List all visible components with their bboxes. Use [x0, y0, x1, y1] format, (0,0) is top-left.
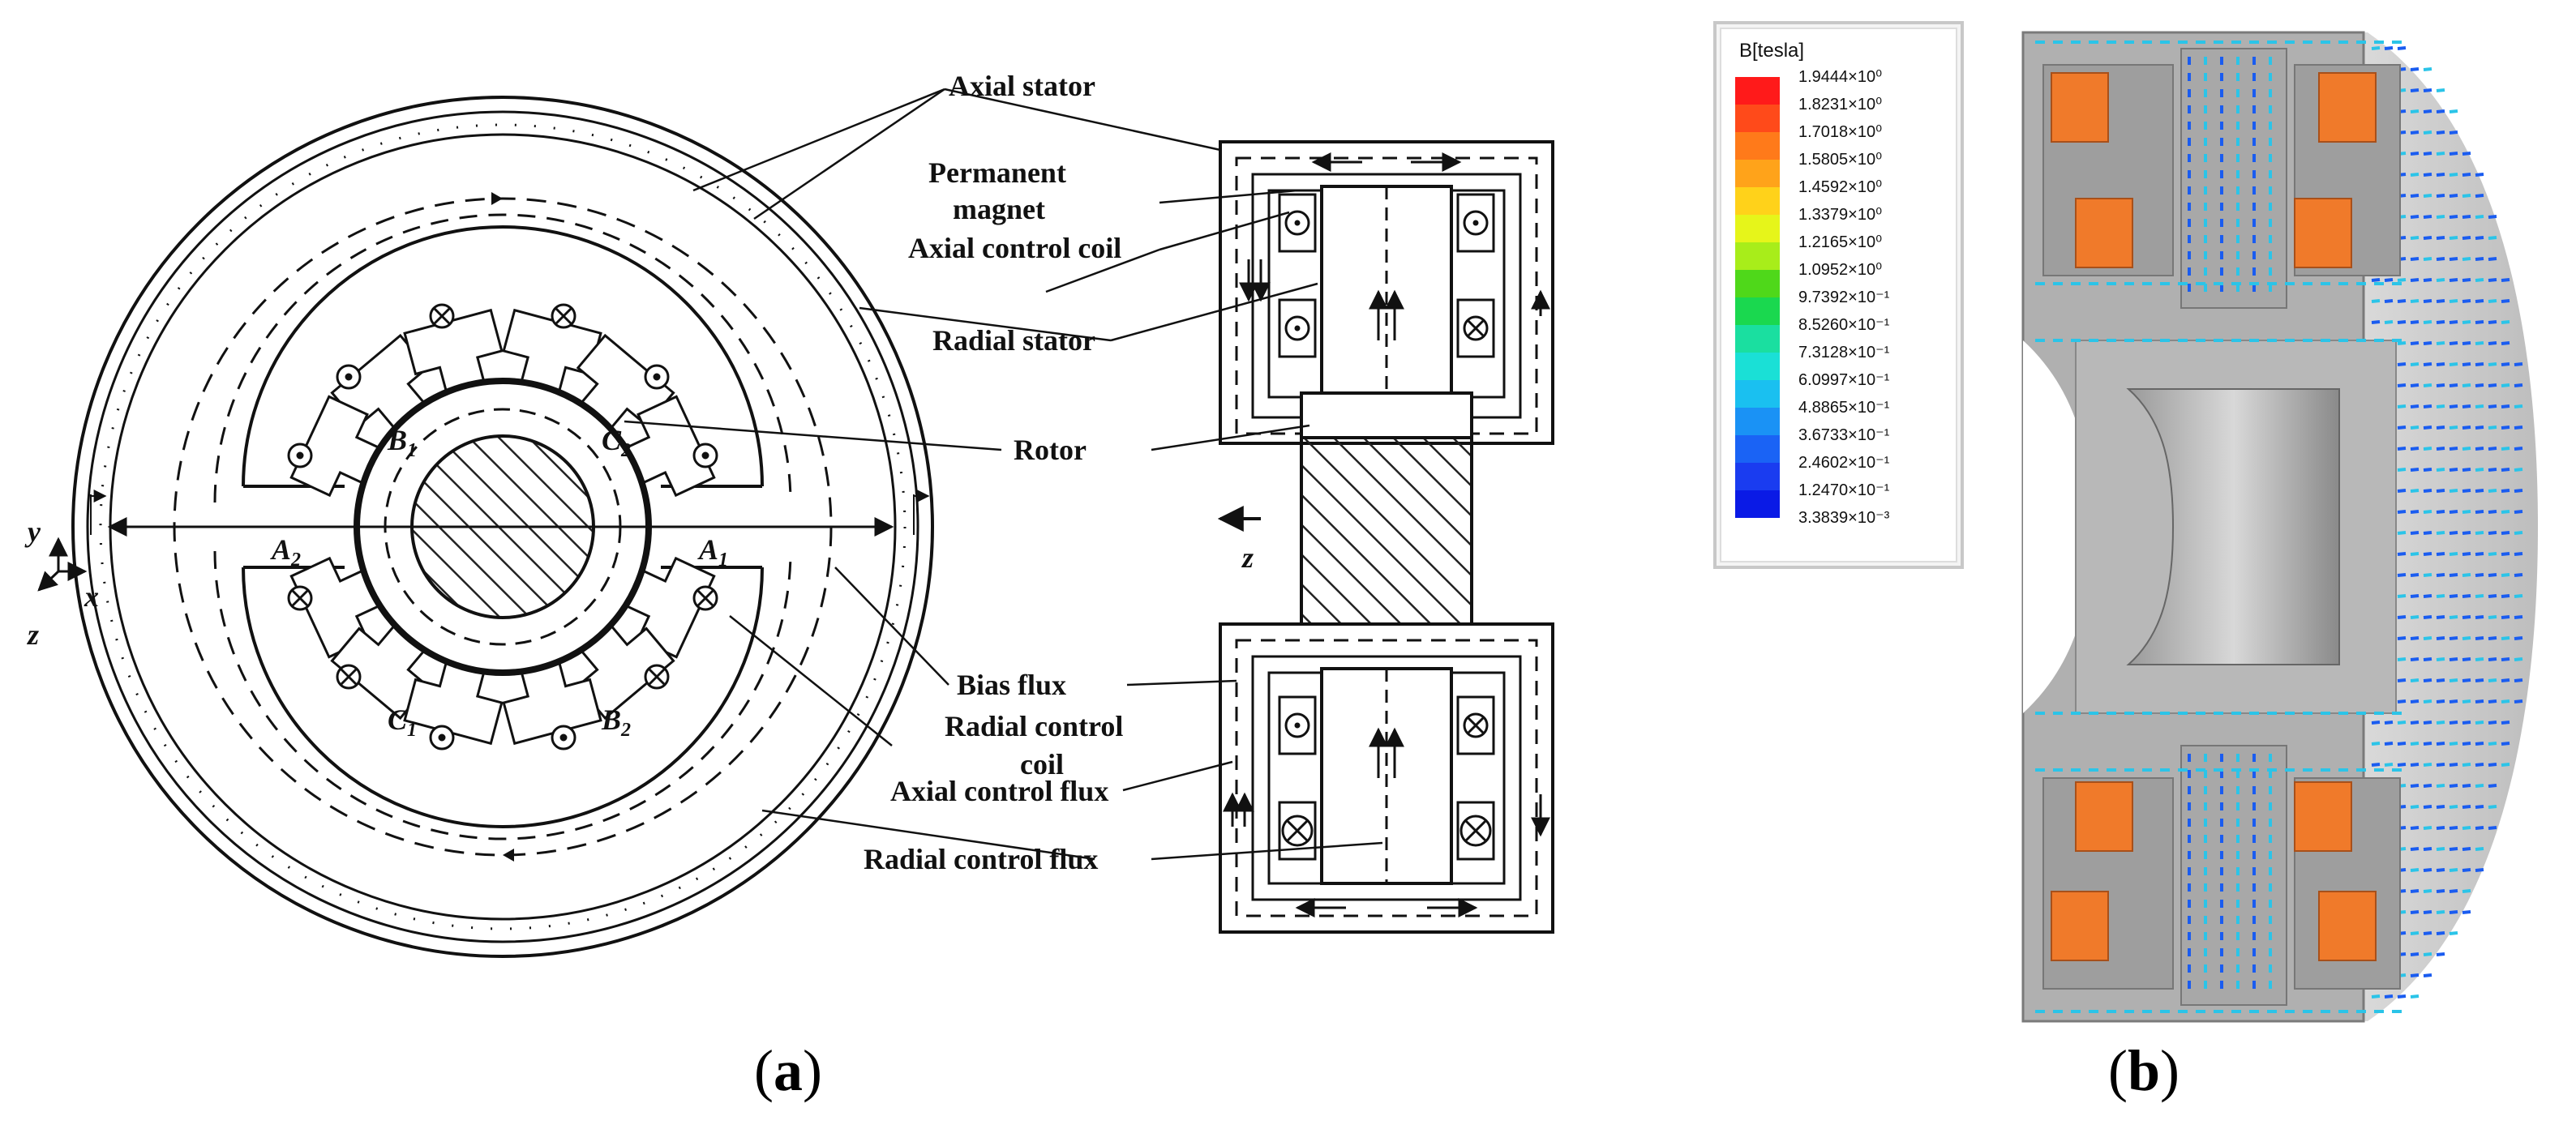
- legend-swatch: [1735, 490, 1780, 518]
- axial-z-label: z: [1241, 541, 1254, 574]
- legend-swatch: [1735, 353, 1780, 380]
- label-axial-control-coil: Axial control coil: [908, 232, 1121, 264]
- legend-value: 1.0952×10⁰: [1798, 261, 1882, 279]
- pole-label-a1: A1: [697, 533, 728, 571]
- legend-value: 1.2165×10⁰: [1798, 233, 1882, 251]
- axis-x-label: x: [84, 580, 99, 613]
- legend-swatch: [1735, 160, 1780, 187]
- legend-value: 3.3839×10⁻³: [1798, 509, 1890, 527]
- legend-swatch: [1735, 270, 1780, 297]
- legend-swatch: [1735, 435, 1780, 463]
- label-radial-control-coil-2: coil: [1020, 748, 1064, 780]
- legend-swatch: [1735, 215, 1780, 242]
- legend-value: 1.2470×10⁻¹: [1798, 481, 1890, 499]
- legend-swatch: [1735, 297, 1780, 325]
- legend-value: 2.4602×10⁻¹: [1798, 454, 1890, 472]
- label-radial-control-flux: Radial control flux: [864, 843, 1098, 875]
- pole-label-b1: B1: [387, 424, 417, 461]
- label-radial-control-coil-1: Radial control: [945, 710, 1123, 742]
- pole-label-b2: B2: [601, 703, 631, 741]
- legend-title: B[tesla]: [1739, 40, 1804, 62]
- legend-swatch: [1735, 408, 1780, 435]
- legend-value: 1.9444×10⁰: [1798, 68, 1882, 86]
- caption-a: (a): [754, 1038, 822, 1103]
- coil-blocks: [2051, 72, 2377, 961]
- coordinate-axes: [37, 537, 88, 592]
- legend-value: 3.6733×10⁻¹: [1798, 426, 1890, 444]
- legend-value: 1.5805×10⁰: [1798, 151, 1882, 169]
- flux-simulation-render: [2021, 31, 2538, 1023]
- legend-swatch: [1735, 463, 1780, 490]
- legend-value: 7.3128×10⁻¹: [1798, 344, 1890, 361]
- axis-z-label: z: [26, 618, 39, 651]
- legend-swatch: [1735, 380, 1780, 408]
- legend-swatch: [1735, 77, 1780, 105]
- legend-swatch: [1735, 187, 1780, 215]
- label-radial-stator: Radial stator: [932, 324, 1095, 357]
- legend-value: 4.8865×10⁻¹: [1798, 399, 1890, 417]
- pole-label-c1: C1: [388, 703, 417, 741]
- label-axial-stator: Axial stator: [949, 70, 1095, 102]
- caption-b: (b): [2108, 1038, 2180, 1103]
- axial-shaft: [1300, 436, 1473, 626]
- legend-value: 9.7392×10⁻¹: [1798, 289, 1890, 306]
- label-permanent-magnet-2: magnet: [953, 193, 1045, 225]
- radial-coil-symbols: [287, 303, 718, 751]
- pole-label-c2: C2: [602, 424, 631, 461]
- axis-y-label: y: [24, 515, 41, 548]
- axial-cross-section: [1217, 140, 1554, 934]
- leader-lines: [624, 88, 1383, 861]
- legend-swatch: [1735, 242, 1780, 270]
- legend-value: 1.3379×10⁰: [1798, 206, 1882, 224]
- legend-swatch: [1735, 325, 1780, 353]
- label-axial-control-flux: Axial control flux: [890, 775, 1108, 807]
- axial-stator-ring: [71, 96, 934, 958]
- flux-density-legend: B[tesla] 1.9444×10⁰ 1.8231×10⁰ 1.7018×10⁰ 1…: [1713, 21, 1964, 569]
- legend-swatch: [1735, 132, 1780, 160]
- legend-value: 8.5260×10⁻¹: [1798, 316, 1890, 334]
- label-bias-flux: Bias flux: [957, 669, 1066, 701]
- legend-swatch: [1735, 105, 1780, 132]
- pole-label-a2: A2: [270, 533, 301, 571]
- legend-value: 1.4592×10⁰: [1798, 178, 1882, 196]
- legend-value: 1.7018×10⁰: [1798, 123, 1882, 141]
- label-rotor: Rotor: [1014, 434, 1087, 466]
- label-permanent-magnet-1: Permanent: [928, 156, 1066, 189]
- legend-value: 1.8231×10⁰: [1798, 96, 1882, 113]
- legend-value: 6.0997×10⁻¹: [1798, 371, 1890, 389]
- radial-cross-section: [71, 96, 934, 958]
